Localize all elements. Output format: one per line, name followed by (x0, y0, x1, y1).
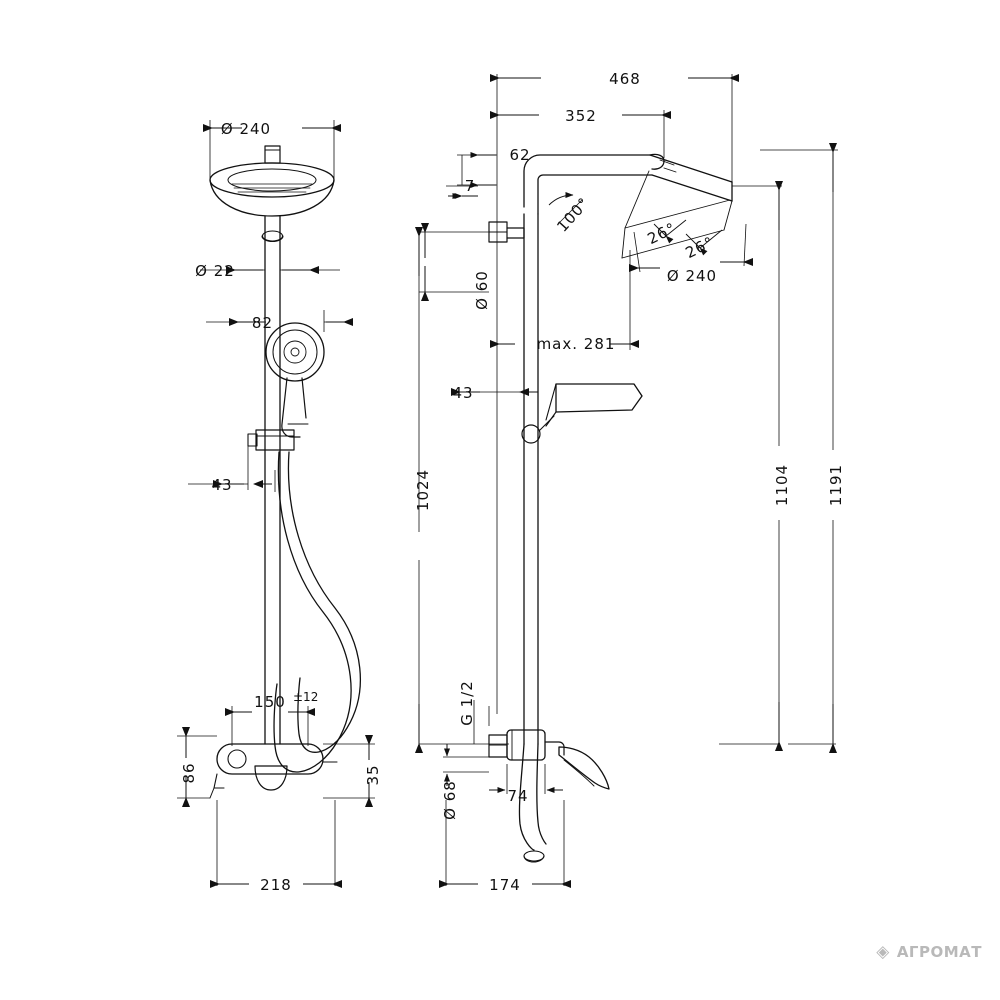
watermark: ◈ АГРОМАТ (876, 942, 982, 962)
watermark-icon: ◈ (876, 942, 890, 962)
label-1024: 1024 (414, 469, 432, 511)
label-43-side: 43 (452, 384, 473, 402)
label-150: 150 (254, 693, 286, 711)
side-mixer-valve (488, 729, 610, 790)
side-view-dimensions (415, 74, 838, 888)
label-82: 82 (252, 314, 273, 332)
side-riser-pipe (523, 213, 539, 745)
front-hose (273, 451, 362, 773)
label-d68: Ø 68 (441, 780, 459, 820)
label-468: 468 (609, 70, 641, 88)
front-hand-shower (265, 322, 325, 438)
front-riser-pipe (261, 215, 284, 745)
label-d240-side: Ø 240 (667, 267, 717, 285)
label-174: 174 (489, 876, 521, 894)
side-shower-arm-head (523, 153, 733, 259)
front-view-dimensions (177, 120, 375, 888)
front-shower-head (209, 145, 335, 217)
label-1104: 1104 (773, 464, 791, 506)
front-mixer-valve (209, 743, 338, 799)
label-d60: Ø 60 (473, 270, 491, 310)
label-62: 62 (509, 146, 530, 164)
label-26deg-b: 26° (683, 233, 717, 262)
side-wall-bracket (488, 221, 525, 243)
watermark-text: АГРОМАТ (896, 943, 982, 961)
label-86: 86 (180, 762, 198, 783)
front-holder-bracket (247, 429, 295, 451)
label-218: 218 (260, 876, 292, 894)
label-max281: max. 281 (537, 335, 616, 353)
label-352: 352 (565, 107, 597, 125)
label-43-front: 43 (211, 476, 232, 494)
label-35: 35 (364, 764, 382, 785)
label-1191: 1191 (827, 464, 845, 506)
label-d240-front: Ø 240 (221, 120, 271, 138)
side-hose (518, 743, 547, 863)
label-150-tolerance: ±12 (293, 690, 318, 704)
label-74: 74 (507, 787, 528, 805)
label-100deg: 100° (553, 194, 593, 236)
label-d22: Ø 22 (195, 262, 235, 280)
label-g12: G 1/2 (458, 680, 476, 726)
label-7: 7 (465, 177, 476, 195)
side-hand-shower (521, 383, 643, 444)
